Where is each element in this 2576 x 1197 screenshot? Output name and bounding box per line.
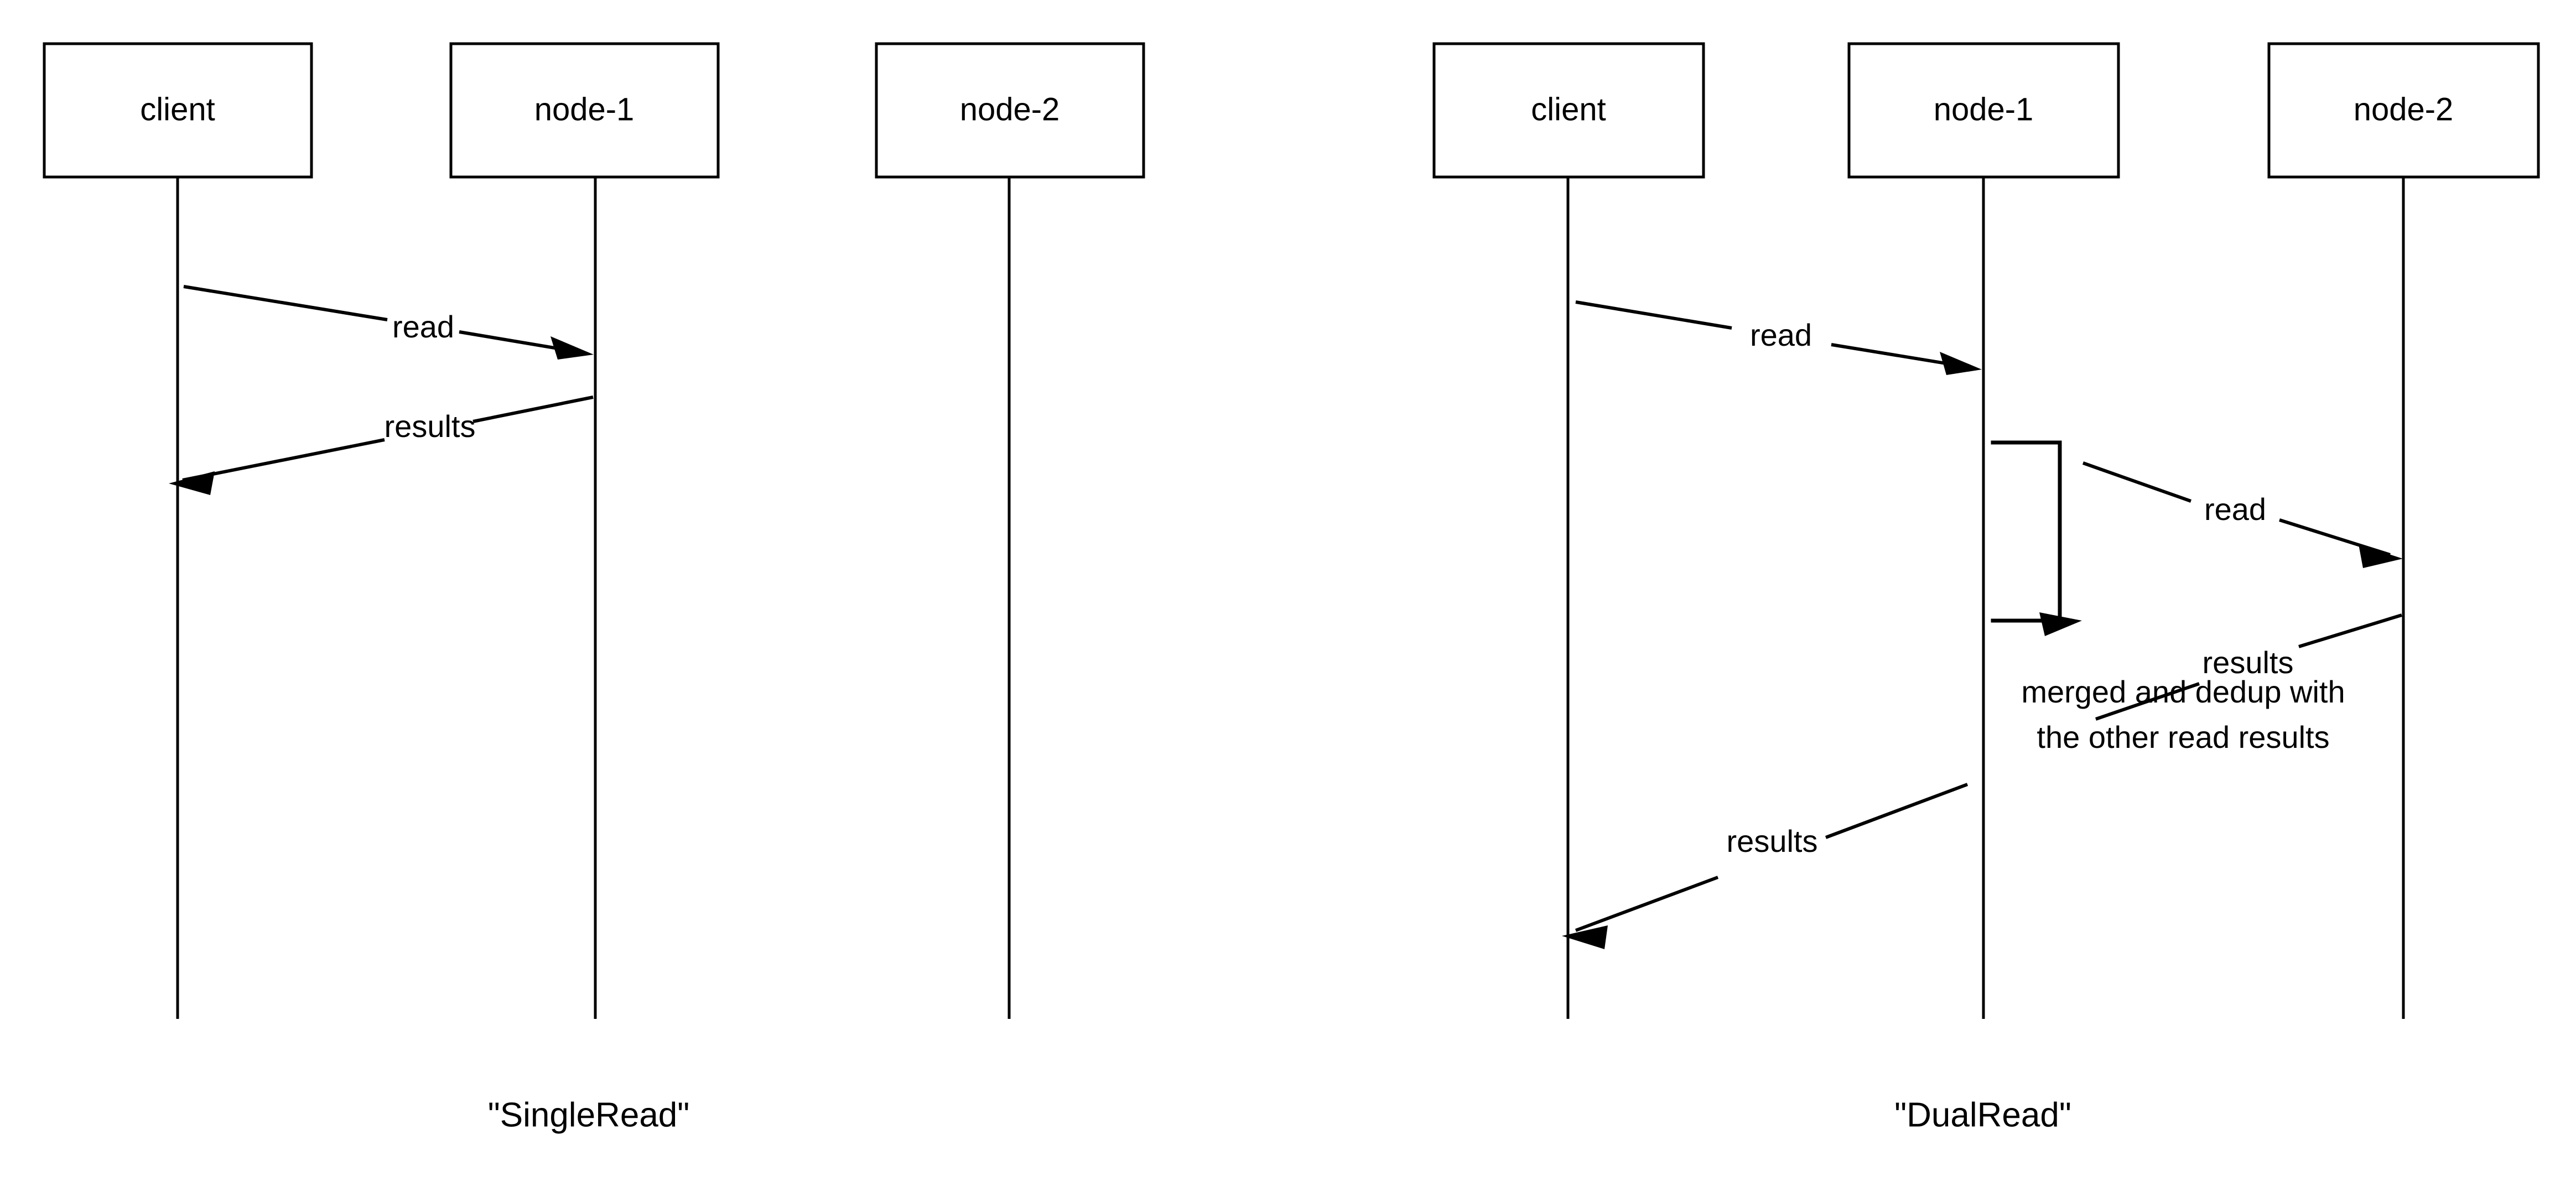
message-line-segment-a: [1825, 783, 1969, 839]
message-label-read: read: [2204, 492, 2266, 527]
participant-box-node-1[interactable]: [1847, 42, 2120, 179]
diagram-caption-dual-read: "DualRead": [1894, 1096, 2071, 1134]
participant-box-client[interactable]: [1432, 42, 1705, 179]
message-line-segment-a: [183, 285, 388, 321]
message-read-node-1-to-node-2[interactable]: read: [2082, 461, 2403, 568]
participant-node-1-left[interactable]: node-1: [449, 42, 720, 179]
participant-box-client[interactable]: [43, 42, 313, 179]
message-label-results: results: [385, 409, 476, 444]
note-line-1: merged and dedup with: [2021, 674, 2345, 709]
arrowhead-left-icon: [169, 471, 215, 495]
message-results-node-1-to-client-right[interactable]: results: [1562, 783, 1969, 949]
participant-label-client: client: [140, 91, 215, 127]
arrowhead-right-icon: [1940, 352, 1982, 375]
message-label-results: results: [1727, 824, 1818, 858]
message-read-client-to-node-1-right[interactable]: read: [1575, 300, 1982, 375]
message-line-segment-a: [2298, 613, 2402, 648]
participant-client-left[interactable]: client: [43, 42, 313, 179]
participant-label-node-2: node-2: [960, 91, 1060, 127]
message-line-segment-a: [472, 395, 594, 423]
participant-label-node-1: node-1: [1934, 91, 2034, 127]
message-line-segment-a: [1575, 300, 1732, 330]
message-line-segment-b: [182, 438, 385, 482]
participant-node-2-left[interactable]: node-2: [875, 42, 1145, 179]
diagram-single-read: client node-1 node-2 read: [43, 42, 1145, 1134]
participant-label-node-2: node-2: [2354, 91, 2454, 127]
message-results-node-1-to-client-left[interactable]: results: [169, 395, 594, 495]
activation-bracket-node-1: [1991, 440, 2062, 623]
message-label-read: read: [392, 309, 454, 344]
arrowhead-right-icon: [2359, 544, 2403, 568]
message-line-segment-b: [2095, 682, 2200, 721]
participant-box-node-2[interactable]: [2267, 42, 2540, 179]
arrowhead-left-icon: [1562, 925, 1608, 949]
arrowhead-left-icon: [2039, 612, 2082, 636]
note-line-2: the other read results: [2037, 720, 2329, 754]
participant-node-1-right[interactable]: node-1: [1847, 42, 2120, 179]
participant-label-node-1: node-1: [534, 91, 635, 127]
note-merged-dedup: merged and dedup with the other read res…: [2021, 674, 2345, 754]
arrowhead-right-icon: [550, 336, 594, 360]
participant-box-node-2[interactable]: [875, 42, 1145, 179]
participant-node-2-right[interactable]: node-2: [2267, 42, 2540, 179]
participant-client-right[interactable]: client: [1432, 42, 1705, 179]
message-read-client-to-node-1-left[interactable]: read: [183, 285, 594, 360]
message-line-segment-a: [2082, 461, 2192, 503]
message-label-read: read: [1750, 318, 1812, 352]
diagram-dual-read: client node-1 node-2 read: [1432, 42, 2540, 1134]
diagram-caption-single-read: "SingleRead": [488, 1096, 690, 1134]
message-line-segment-b: [1575, 876, 1719, 932]
message-label-results: results: [2203, 645, 2294, 680]
participant-label-client: client: [1531, 91, 1606, 127]
message-results-node-2-to-node-1[interactable]: results: [2039, 612, 2402, 721]
participant-box-node-1[interactable]: [449, 42, 720, 179]
